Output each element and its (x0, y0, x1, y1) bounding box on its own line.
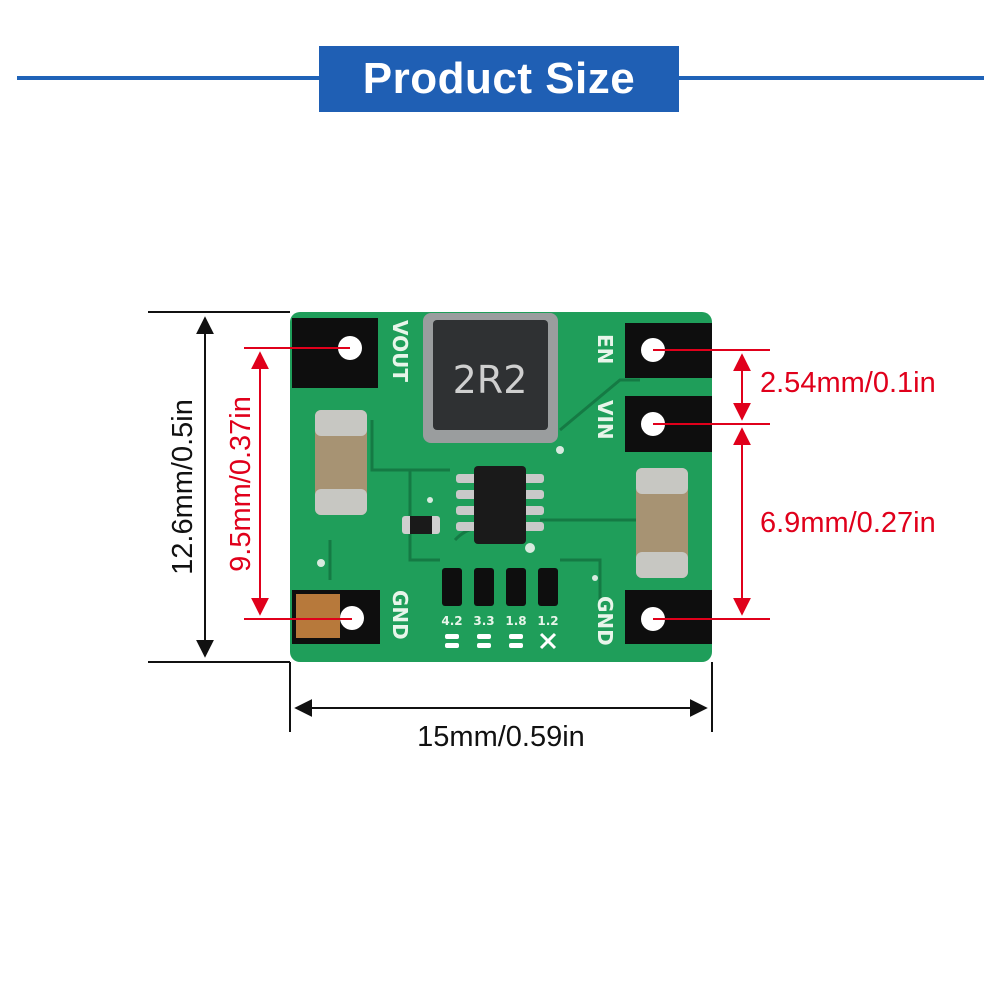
dimension-lines-black (148, 311, 713, 732)
title-rule-left (17, 76, 319, 80)
capacitor-right (636, 468, 688, 578)
capacitor-left (315, 410, 367, 515)
width-dimension-label: 15mm/0.59in (417, 721, 585, 753)
ic-chip (456, 466, 544, 544)
label-vout: VOUT (388, 320, 412, 382)
height-dimension-label: 12.6mm/0.5in (167, 399, 199, 575)
title-rule-right (679, 76, 984, 80)
inductor-marking: 2R2 (453, 358, 528, 402)
label-gnd-right: GND (593, 596, 617, 646)
page-title: Product Size (319, 46, 679, 112)
right-span-dimension-label: 6.9mm/0.27in (760, 507, 936, 539)
resistor-small (402, 516, 440, 534)
hole-span-dimension-label: 9.5mm/0.37in (225, 396, 257, 572)
label-vin: VIN (593, 400, 617, 440)
voltage-label-3-3: 3.3 (473, 614, 494, 628)
pad-gnd-right (625, 590, 712, 644)
voltage-label-1-2: 1.2 (537, 614, 558, 628)
voltage-label-1-8: 1.8 (505, 614, 526, 628)
voltage-select-pads: 4.2 3.3 1.8 1.2 (441, 568, 559, 650)
pitch-dimension-label: 2.54mm/0.1in (760, 367, 936, 399)
voltage-label-4-2: 4.2 (441, 614, 462, 628)
label-en: EN (593, 334, 617, 364)
dimension-lines-red (244, 347, 770, 620)
pad-gnd-left (292, 590, 380, 644)
label-gnd-left: GND (388, 590, 412, 640)
pcb-board: 2R2 (290, 312, 712, 662)
vias (317, 446, 598, 581)
inductor: 2R2 (423, 313, 558, 443)
pad-vout (292, 318, 378, 388)
